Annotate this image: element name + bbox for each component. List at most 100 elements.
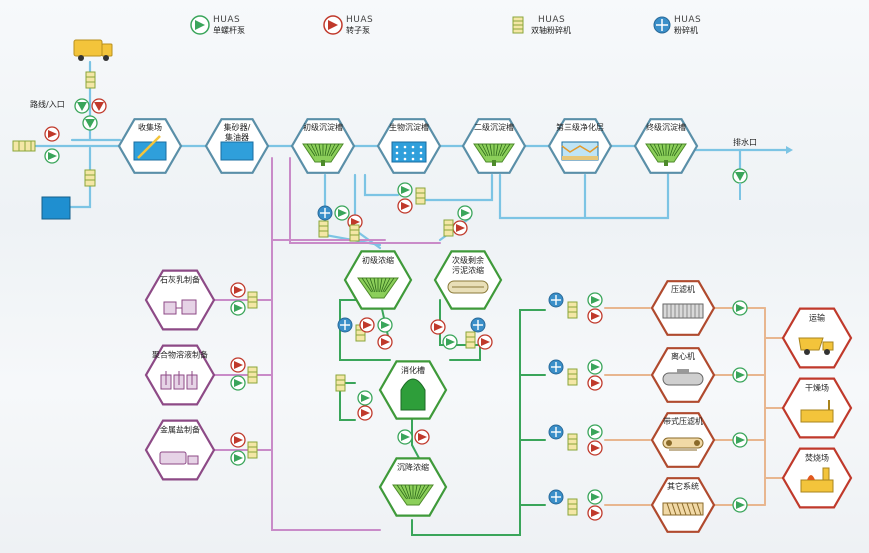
other-label: 其它系统	[667, 481, 699, 491]
process-nodes: 收集场集砂器/集油器初级沉淀槽生物沉淀槽二级沉淀槽第三级净化层终级沉淀槽石灰乳制…	[117, 118, 853, 533]
single-screw-pump-icon	[732, 168, 748, 184]
centrifuge-icon	[662, 369, 704, 386]
twin-shaft-shredder-icon	[247, 441, 258, 459]
other-node: 其它系统	[650, 477, 716, 533]
grinder-icon	[548, 292, 564, 308]
rotor-pump-icon	[477, 334, 493, 350]
rotor-pump-icon	[323, 15, 343, 35]
grinder-icon	[470, 317, 486, 333]
rotor-pump-icon	[414, 429, 430, 445]
drum-thickener-icon	[447, 280, 489, 294]
single-screw-pump-icon	[334, 205, 350, 221]
lime-label: 石灰乳制备	[160, 274, 200, 284]
rotor-pump-icon	[452, 220, 468, 236]
primary-thickener-label: 初级浓缩	[362, 255, 394, 265]
polymer-label: 聚合物溶液制备	[152, 349, 208, 359]
single-screw-pump-icon	[457, 205, 473, 221]
twin-shaft-shredder-icon	[318, 220, 329, 238]
collection-node: 收集场	[117, 118, 183, 174]
legend-brand: HUAS	[538, 15, 565, 25]
settling-thickener-label: 沉降浓缩	[397, 462, 429, 472]
hexagon-frame	[433, 250, 503, 310]
incinerator-icon	[800, 467, 834, 493]
screw-conveyor-icon	[662, 502, 704, 516]
single-screw-pump-icon	[732, 300, 748, 316]
hexagon-frame	[144, 419, 216, 481]
transport-node: 运输	[781, 307, 853, 369]
single-screw-pump-icon	[82, 115, 98, 131]
grinder-icon	[317, 205, 333, 221]
rotor-pump-icon	[587, 440, 603, 456]
legend: HUAS 单螺杆泵 HUAS 转子泵 HUAS 双轴粉碎机	[190, 15, 701, 35]
twin-shaft-shredder-icon	[415, 187, 426, 205]
filter-press-node: 压滤机	[650, 280, 716, 336]
single-screw-pump-icon	[230, 450, 246, 466]
single-screw-pump-icon	[442, 334, 458, 350]
rotor-pump-icon	[230, 432, 246, 448]
single-screw-pump-icon	[587, 292, 603, 308]
belt-press-node: 带式压滤机	[650, 412, 716, 468]
legend-brand: HUAS	[213, 15, 240, 25]
single-screw-pump-icon	[732, 432, 748, 448]
single-screw-pump-icon	[357, 390, 373, 406]
bio-node: 生物沉淀槽	[376, 118, 442, 174]
digester-label: 消化槽	[401, 365, 425, 375]
hexagon-frame	[781, 377, 853, 439]
hexagon-frame	[144, 269, 216, 331]
outlet-arrow-icon	[786, 146, 793, 154]
truck-icon	[73, 39, 113, 61]
twin-shaft-shredder-icon	[567, 368, 578, 386]
primary-thickener-node: 初级浓缩	[343, 250, 413, 310]
single-screw-pump-icon	[587, 424, 603, 440]
collection-basin-icon	[133, 135, 167, 161]
rotor-pump-icon	[359, 317, 375, 333]
twin-shaft-shredder-icon	[443, 219, 454, 237]
single-screw-pump-icon	[230, 375, 246, 391]
grinder-icon	[548, 359, 564, 375]
twin-shaft-shredder-icon	[349, 224, 360, 242]
pump-stations	[230, 182, 748, 521]
legend-brand: HUAS	[346, 15, 373, 25]
rotor-pump-icon	[44, 126, 60, 142]
hexagon-frame	[781, 447, 853, 509]
single-screw-pump-icon	[587, 489, 603, 505]
incineration-label: 焚烧场	[805, 452, 829, 462]
twin-shaft-shredder-icon	[247, 366, 258, 384]
legend-label: 单螺杆泵	[213, 25, 245, 35]
legend-single-screw-pump: HUAS 单螺杆泵	[190, 15, 245, 35]
single-screw-pump-icon	[587, 359, 603, 375]
legend-label: 转子泵	[346, 25, 370, 35]
tertiary-node: 第三级净化层	[547, 118, 613, 174]
legend-rotor-pump: HUAS 转子泵	[323, 15, 373, 35]
twin-shaft-shredder-icon	[567, 433, 578, 451]
clarifier-icon	[473, 143, 515, 166]
polymer-mixer-icon	[160, 371, 198, 390]
rotor-pump-icon	[397, 198, 413, 214]
single-screw-pump-icon	[74, 98, 90, 114]
rotor-pump-icon	[91, 98, 107, 114]
grit-node: 集砂器/集油器	[204, 118, 270, 174]
tertiary-label: 第三级净化层	[556, 122, 604, 132]
filter-press-icon	[662, 303, 704, 319]
single-screw-pump-icon	[44, 148, 60, 164]
twin-shaft-shredder-icon	[465, 331, 476, 349]
aeration-tank-icon	[391, 141, 427, 163]
storage-tank-icon	[41, 196, 71, 220]
dewatered-pipes	[604, 307, 791, 506]
incineration-node: 焚烧场	[781, 447, 853, 509]
tank-icon	[220, 141, 254, 161]
centrifuge-label: 离心机	[671, 351, 695, 361]
legend-label: 粉碎机	[674, 25, 698, 35]
grinder-icon	[653, 16, 671, 34]
secondary-node: 二级沉淀槽	[461, 118, 527, 174]
rotor-pump-icon	[357, 405, 373, 421]
single-screw-pump-icon	[732, 367, 748, 383]
twin-shaft-shredder-icon	[84, 169, 96, 187]
primary-node: 初级沉淀槽	[290, 118, 356, 174]
grit-label-line2: 集油器	[225, 132, 249, 142]
single-screw-pump-icon	[377, 317, 393, 333]
belt-press-label: 带式压滤机	[663, 416, 703, 426]
shredder-horizontal-icon	[12, 140, 36, 152]
